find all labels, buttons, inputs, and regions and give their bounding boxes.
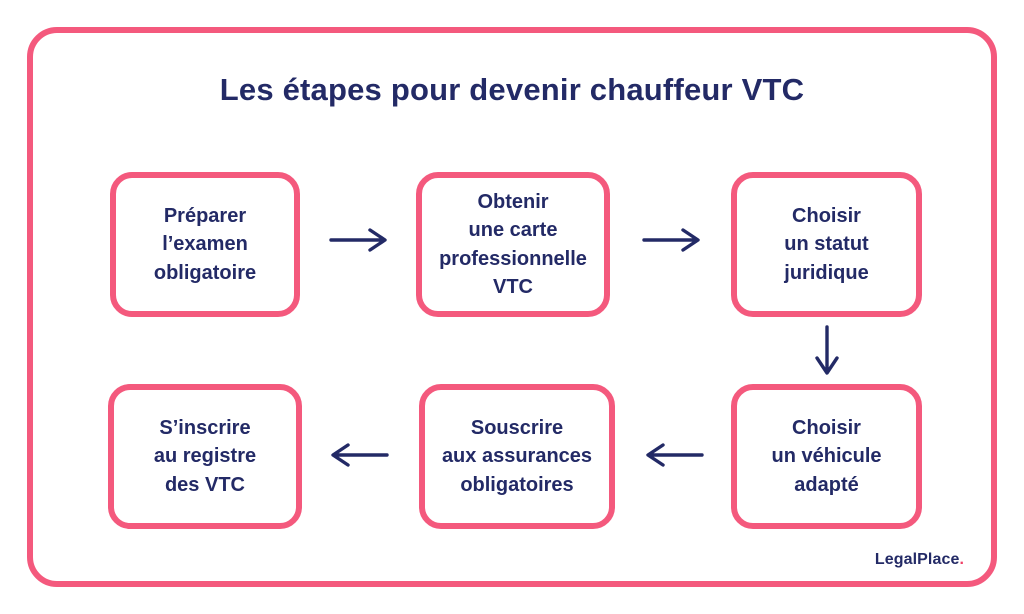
step-label: Préparer l’examen obligatoire	[153, 204, 257, 284]
step-label: Obtenir une carte professionnelle VTC	[439, 190, 587, 298]
step-label: Souscrire aux assurances obligatoires	[441, 416, 593, 496]
step-box-vehicule-adapte: Choisir un véhicule adapté	[731, 384, 922, 529]
brand-logo: LegalPlace.	[875, 551, 964, 569]
step-box-registre-vtc: S’inscrire au registre des VTC	[108, 384, 302, 529]
step-label: Choisir un statut juridique	[784, 204, 869, 284]
step-box-preparer-examen: Préparer l’examen obligatoire	[110, 172, 300, 317]
step-box-assurances-obligatoires: Souscrire aux assurances obligatoires	[419, 384, 615, 529]
step-label: Choisir un véhicule adapté	[771, 416, 882, 496]
arrow-right-icon	[641, 226, 703, 259]
step-box-carte-professionnelle: Obtenir une carte professionnelle VTC	[416, 172, 610, 317]
arrow-right-icon	[328, 226, 390, 259]
brand-logo-dot: .	[959, 551, 964, 568]
step-box-statut-juridique: Choisir un statut juridique	[731, 172, 922, 317]
arrow-left-icon	[643, 441, 705, 474]
step-label: S’inscrire au registre des VTC	[153, 416, 257, 496]
page-title: Les étapes pour devenir chauffeur VTC	[219, 72, 805, 107]
arrow-left-icon	[328, 441, 390, 474]
arrow-down-icon	[813, 324, 841, 383]
brand-logo-text: LegalPlace	[874, 551, 960, 568]
